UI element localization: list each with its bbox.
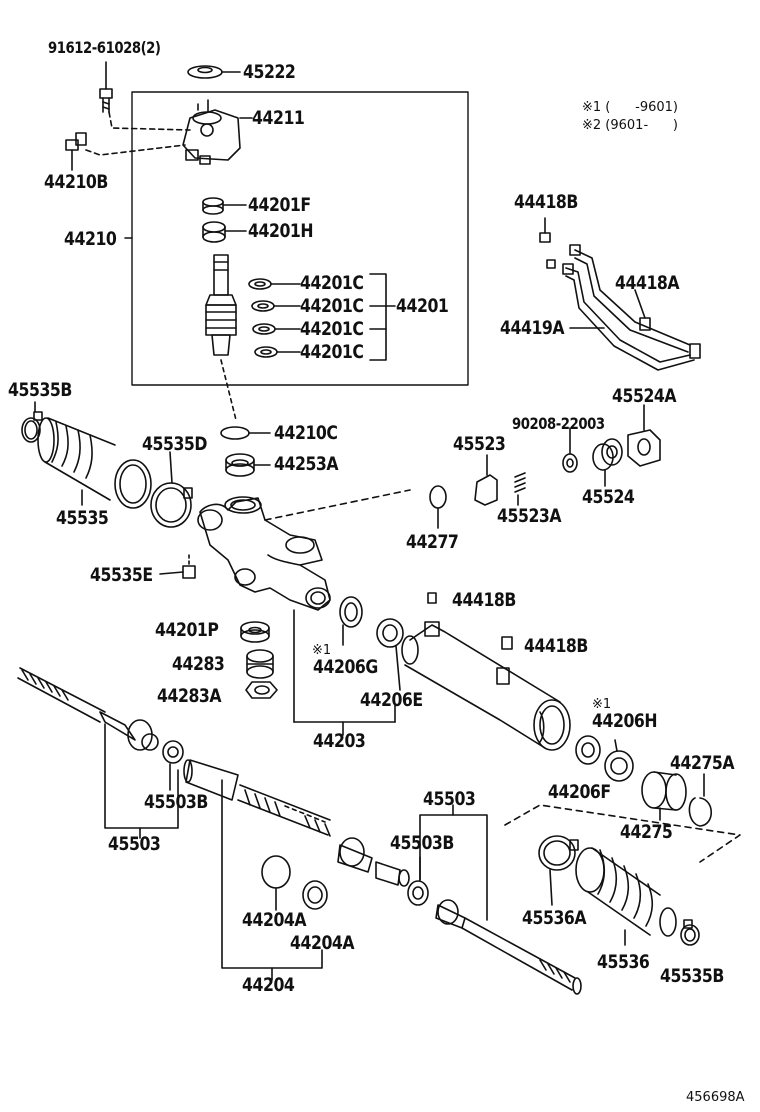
label-44201F: 44201F (248, 194, 311, 216)
part-45524A (627, 404, 661, 467)
label-45524A: 45524A (612, 385, 677, 407)
part-45503-tie-rod-left (17, 667, 184, 839)
part-44283A-locknut (245, 681, 278, 699)
label-44201: 44201 (396, 295, 449, 317)
label-44206G: 44206G (313, 656, 378, 678)
part-44418-pipes (539, 217, 701, 371)
label-44283A: 44283A (157, 685, 222, 707)
label-44206E: 44206E (360, 689, 423, 711)
label-45535B-right: 45535B (660, 965, 724, 987)
label-45524: 45524 (582, 486, 635, 508)
part-44201P (240, 621, 270, 643)
label-91612: 91612-61028(2) (48, 38, 161, 57)
part-44283-nut (246, 649, 274, 679)
label-45535E: 45535E (90, 564, 153, 586)
label-44201C-4: 44201C (300, 341, 364, 363)
part-44206H-seal (604, 739, 634, 782)
part-44201H (202, 221, 247, 243)
part-45535-boot (37, 417, 152, 509)
part-44201C-rings (248, 273, 396, 361)
label-44418B-mid2: 44418B (524, 635, 588, 657)
label-90208: 90208-22003 (512, 414, 605, 433)
label-45503-top: 45503 (423, 788, 476, 810)
label-44210B: 44210B (44, 171, 108, 193)
label-45536A: 45536A (522, 907, 587, 929)
label-45503-left: 45503 (108, 833, 161, 855)
label-44275: 44275 (620, 821, 673, 843)
part-44277-plug (429, 485, 447, 529)
part-44210C-oring (220, 426, 271, 440)
label-44419A: 44419A (500, 317, 565, 339)
part-90208-washer (562, 427, 578, 473)
label-44210: 44210 (64, 228, 117, 250)
mark-44206H: ※1 (592, 697, 612, 712)
label-44206H: 44206H (592, 710, 658, 732)
part-44275-bushing (641, 771, 687, 821)
label-44283: 44283 (172, 653, 225, 675)
label-44277: 44277 (406, 531, 459, 553)
label-44210C: 44210C (274, 422, 338, 444)
note-2: ※2 (9601- ) (582, 118, 679, 133)
part-44206G-seal (339, 596, 363, 628)
label-45536: 45536 (597, 951, 650, 973)
part-44203-gear-housing (197, 489, 411, 736)
label-45523A: 45523A (497, 505, 562, 527)
part-45536A-clamp (538, 835, 579, 906)
label-45222: 45222 (243, 61, 296, 83)
part-44253A-bearing (225, 453, 271, 477)
label-44418B-top: 44418B (514, 191, 578, 213)
part-44206F-seal (575, 735, 601, 765)
label-44201C-3: 44201C (300, 318, 364, 340)
part-45523 (474, 454, 498, 506)
label-44201C-1: 44201C (300, 272, 364, 294)
label-44204: 44204 (242, 974, 295, 996)
label-44203: 44203 (313, 730, 366, 752)
label-45503B-left: 45503B (144, 791, 208, 813)
label-44253A: 44253A (274, 453, 339, 475)
part-45524 (592, 438, 623, 487)
part-45503-tie-rod-right (407, 804, 582, 995)
part-44275A-snapring (688, 773, 713, 827)
part-91612-bolt (99, 61, 191, 131)
part-44210B-bolt (65, 132, 186, 171)
label-44201H: 44201H (248, 220, 314, 242)
label-44418B-mid1: 44418B (452, 589, 516, 611)
label-44206F: 44206F (548, 781, 611, 803)
label-44211: 44211 (252, 107, 305, 129)
label-45503B-mid: 45503B (390, 832, 454, 854)
part-44201F (202, 197, 247, 215)
part-cylinder-tube (401, 592, 571, 751)
note-1: ※1 ( -9601) (582, 100, 679, 115)
label-45535D: 45535D (142, 433, 208, 455)
part-44204-rack (183, 759, 410, 981)
part-45523A-spring (514, 472, 526, 506)
part-45535E-bolt (159, 554, 196, 579)
label-44201C-2: 44201C (300, 295, 364, 317)
label-45535B-left: 45535B (8, 379, 72, 401)
label-44204A-1: 44204A (242, 909, 307, 931)
part-45535B-clamp-right (680, 919, 700, 946)
label-45523: 45523 (453, 433, 506, 455)
part-45536-boot (575, 847, 677, 946)
mark-44206G: ※1 (312, 643, 332, 658)
label-45535: 45535 (56, 507, 109, 529)
label-44201P: 44201P (155, 619, 219, 641)
part-44211-valve-housing (182, 99, 253, 165)
part-44206E-seal (376, 618, 404, 691)
part-45222 (187, 65, 241, 79)
part-45535B-clamp-left (21, 401, 43, 443)
part-valve-shaft (205, 254, 237, 421)
dashed-boundary (504, 804, 741, 863)
part-45535D-clamp (150, 451, 193, 528)
catalog-number: 456698A (686, 1090, 745, 1105)
label-44418A: 44418A (615, 272, 680, 294)
label-44275A: 44275A (670, 752, 735, 774)
label-44204A-2: 44204A (290, 932, 355, 954)
